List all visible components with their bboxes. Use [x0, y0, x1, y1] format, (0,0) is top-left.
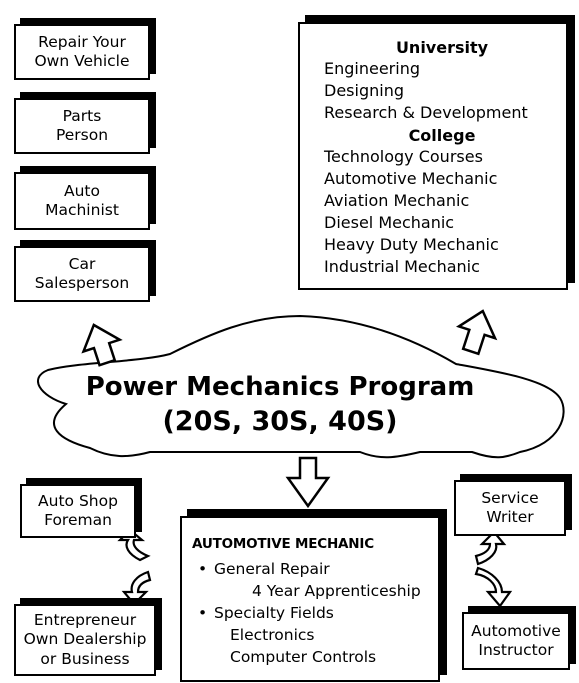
university-heading: University	[395, 38, 489, 57]
curved-arrow-up-right-icon	[474, 530, 507, 566]
college-item: Aviation Mechanic	[324, 191, 470, 210]
career-box-auto-machinist: Auto Machinist	[14, 172, 150, 230]
arrow-down-icon	[285, 456, 331, 509]
arrow-up-left-icon	[81, 323, 123, 367]
college-item: Technology Courses	[324, 147, 483, 166]
career-line: Machinist	[45, 201, 119, 219]
career-box-auto-shop-foreman: Auto Shop Foreman	[20, 484, 136, 538]
arrow-up-right-icon	[455, 309, 498, 356]
career-line: or Business	[40, 649, 130, 668]
university-item: Designing	[324, 81, 404, 100]
career-line: Repair Your	[38, 32, 126, 51]
college-heading: College	[408, 126, 476, 145]
career-box-parts-person: Parts Person	[14, 98, 150, 154]
career-line: Salesperson	[34, 274, 130, 292]
career-line: Own Vehicle	[34, 52, 130, 70]
career-line: Person	[55, 126, 109, 144]
career-line: Instructor	[478, 641, 554, 659]
career-box-car-salesperson: Car Salesperson	[14, 246, 150, 302]
career-box-automotive-instructor: Automotive Instructor	[462, 612, 570, 670]
career-line: Service	[481, 488, 539, 507]
car-outline	[37, 314, 565, 459]
mechanic-subitem: 4 Year Apprenticeship	[252, 582, 421, 600]
career-line: Entrepreneur	[33, 610, 137, 629]
college-item: Diesel Mechanic	[324, 213, 455, 232]
career-box-repair-vehicle: Repair Your Own Vehicle	[14, 24, 150, 80]
college-item: Automotive Mechanic	[324, 169, 498, 188]
career-box-service-writer: Service Writer	[454, 480, 566, 536]
mechanic-bullet: Specialty Fields	[192, 602, 432, 624]
program-title: Power Mechanics Program	[85, 372, 475, 402]
mechanic-bullet: General Repair	[192, 558, 432, 580]
college-item: Heavy Duty Mechanic	[324, 235, 499, 254]
career-line: Car	[68, 254, 96, 273]
career-line: Writer	[486, 508, 534, 526]
career-line: Automotive	[471, 621, 561, 640]
curved-arrow-down-left-icon	[121, 570, 152, 606]
mechanic-subitem: Computer Controls	[230, 648, 377, 666]
career-box-entrepreneur: Entrepreneur Own Dealership or Business	[14, 604, 156, 676]
mechanic-subitem: Electronics	[230, 626, 315, 644]
university-item: Engineering	[324, 59, 420, 78]
college-item: Industrial Mechanic	[324, 257, 480, 276]
higher-education-box: University Engineering Designing Researc…	[298, 22, 568, 290]
career-line: Parts	[62, 106, 102, 125]
curved-arrow-down-right-icon	[474, 566, 513, 608]
university-item: Research & Development	[324, 103, 528, 122]
automotive-mechanic-box: AUTOMOTIVE MECHANIC General Repair 4 Yea…	[180, 516, 440, 682]
automotive-mechanic-title: AUTOMOTIVE MECHANIC	[192, 536, 374, 552]
career-line: Auto Shop	[38, 491, 118, 510]
program-courses: (20S, 30S, 40S)	[162, 406, 398, 437]
career-line: Own Dealership	[23, 630, 147, 649]
career-line: Auto	[64, 181, 100, 200]
career-line: Foreman	[44, 511, 112, 529]
